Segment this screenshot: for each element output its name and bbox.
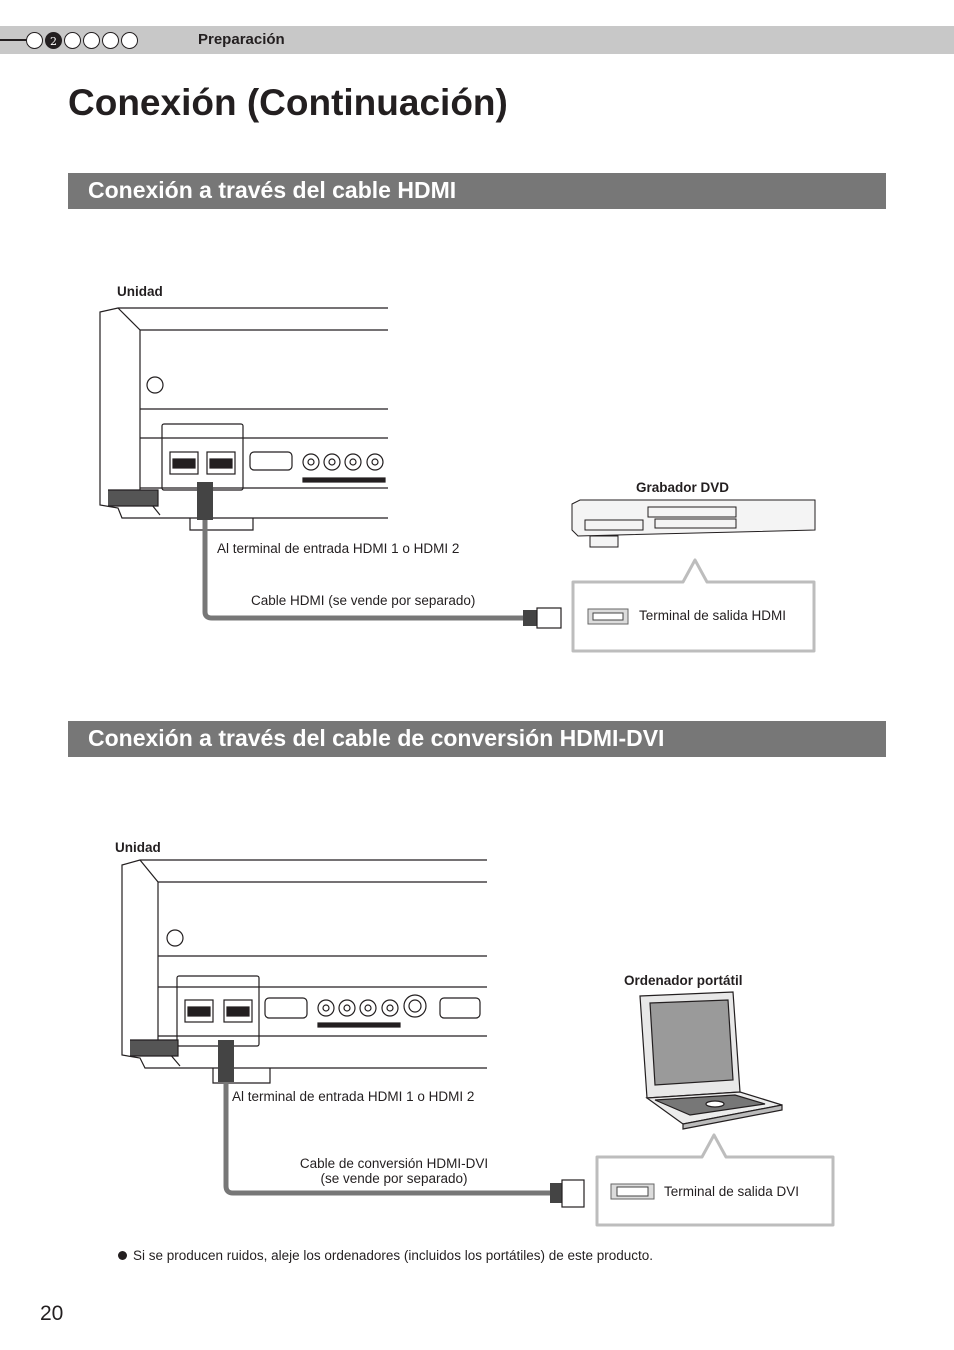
cable-label-hdmi-dvi-line2: (se vende por separado) <box>320 1171 468 1186</box>
header-rule <box>0 39 40 41</box>
cable-label-hdmi-dvi-line1: Cable de conversión HDMI-DVI <box>299 1156 489 1171</box>
step-1-circle <box>26 31 43 49</box>
step-4-circle <box>83 31 100 49</box>
section-hdmi-dvi-title: Conexión a través del cable de conversió… <box>88 725 665 751</box>
step-2-circle: 2 <box>45 31 62 49</box>
noise-note: Si se producen ruidos, aleje los ordenad… <box>118 1248 653 1263</box>
input-terminal-label-1: Al terminal de entrada HDMI 1 o HDMI 2 <box>217 541 460 556</box>
page-number: 20 <box>40 1302 64 1325</box>
input-terminal-label-2: Al terminal de entrada HDMI 1 o HDMI 2 <box>232 1089 475 1104</box>
chapter-name: Preparación <box>198 31 285 48</box>
bullet-icon <box>118 1251 127 1260</box>
output-terminal-label-hdmi: Terminal de salida HDMI <box>639 608 787 623</box>
chapter-step-indicator: 2 <box>26 30 140 50</box>
page-title: Conexión (Continuación) <box>68 82 508 123</box>
device-label-laptop: Ordenador portátil <box>624 973 743 988</box>
device-label-dvd: Grabador DVD <box>636 480 730 495</box>
section-hdmi-title: Conexión a través del cable HDMI <box>88 177 457 203</box>
step-3-circle <box>64 31 81 49</box>
cable-label-hdmi: Cable HDMI (se vende por separado) <box>251 593 476 608</box>
cable-label-hdmi-dvi: Cable de conversión HDMI-DVI (se vende p… <box>284 1156 504 1186</box>
section-hdmi-dvi-header: Conexión a través del cable de conversió… <box>68 721 886 757</box>
step-6-circle <box>121 31 138 49</box>
unit-label-2: Unidad <box>115 840 161 855</box>
unit-label-1: Unidad <box>117 284 163 299</box>
output-terminal-label-dvi: Terminal de salida DVI <box>664 1184 800 1199</box>
noise-note-text: Si se producen ruidos, aleje los ordenad… <box>133 1248 654 1263</box>
chapter-header-bar <box>0 26 954 54</box>
step-5-circle <box>102 31 119 49</box>
section-hdmi-header: Conexión a través del cable HDMI <box>68 173 886 209</box>
